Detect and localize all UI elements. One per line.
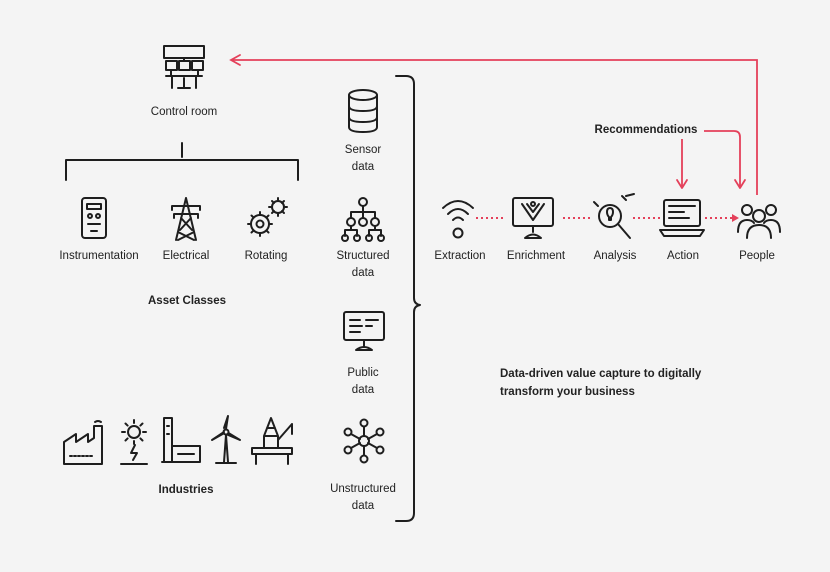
offshore-rig-icon	[248, 414, 296, 466]
flow-arrowheads	[732, 214, 739, 222]
gears-icon	[244, 196, 290, 240]
monitor-list-icon	[342, 310, 386, 354]
wind-turbine-icon	[208, 414, 244, 466]
solar-icon	[118, 418, 150, 466]
people-label: People	[739, 250, 775, 262]
recommendations-label: Recommendations	[594, 124, 698, 136]
magnifier-bulb-icon	[590, 192, 636, 242]
unstructured-data-label: Unstructured data	[330, 483, 396, 512]
factory-icon	[62, 420, 112, 466]
tagline: Data-driven value capture to digitally t…	[500, 368, 702, 398]
sensor-data-label: Sensor data	[344, 144, 382, 173]
asset-brace	[65, 142, 299, 181]
database-icon	[346, 88, 380, 134]
data-bracket	[395, 75, 421, 522]
hierarchy-icon	[340, 196, 386, 242]
feedback-line	[232, 59, 758, 195]
network-icon	[342, 418, 386, 464]
enrichment-label: Enrichment	[506, 250, 566, 262]
electrical-tower-icon	[168, 196, 204, 242]
monitor-funnel-icon	[510, 196, 556, 242]
plant-icon	[160, 414, 204, 466]
instrumentation-label: Instrumentation	[59, 250, 139, 262]
asset-classes-label: Asset Classes	[148, 295, 226, 307]
control-room-icon	[162, 44, 206, 92]
analysis-label: Analysis	[593, 250, 637, 262]
wifi-icon	[440, 196, 476, 240]
structured-data-label: Structured data	[336, 250, 390, 279]
electrical-label: Electrical	[162, 250, 210, 262]
control-room-label: Control room	[150, 106, 218, 118]
extraction-label: Extraction	[434, 250, 486, 262]
action-label: Action	[667, 250, 699, 262]
industries-label: Industries	[158, 484, 214, 496]
recommendations-arrows	[681, 130, 741, 186]
rotating-label: Rotating	[244, 250, 288, 262]
instrumentation-icon	[80, 196, 108, 240]
people-icon	[736, 198, 782, 240]
public-data-label: Public data	[347, 367, 379, 396]
laptop-icon	[658, 198, 706, 238]
